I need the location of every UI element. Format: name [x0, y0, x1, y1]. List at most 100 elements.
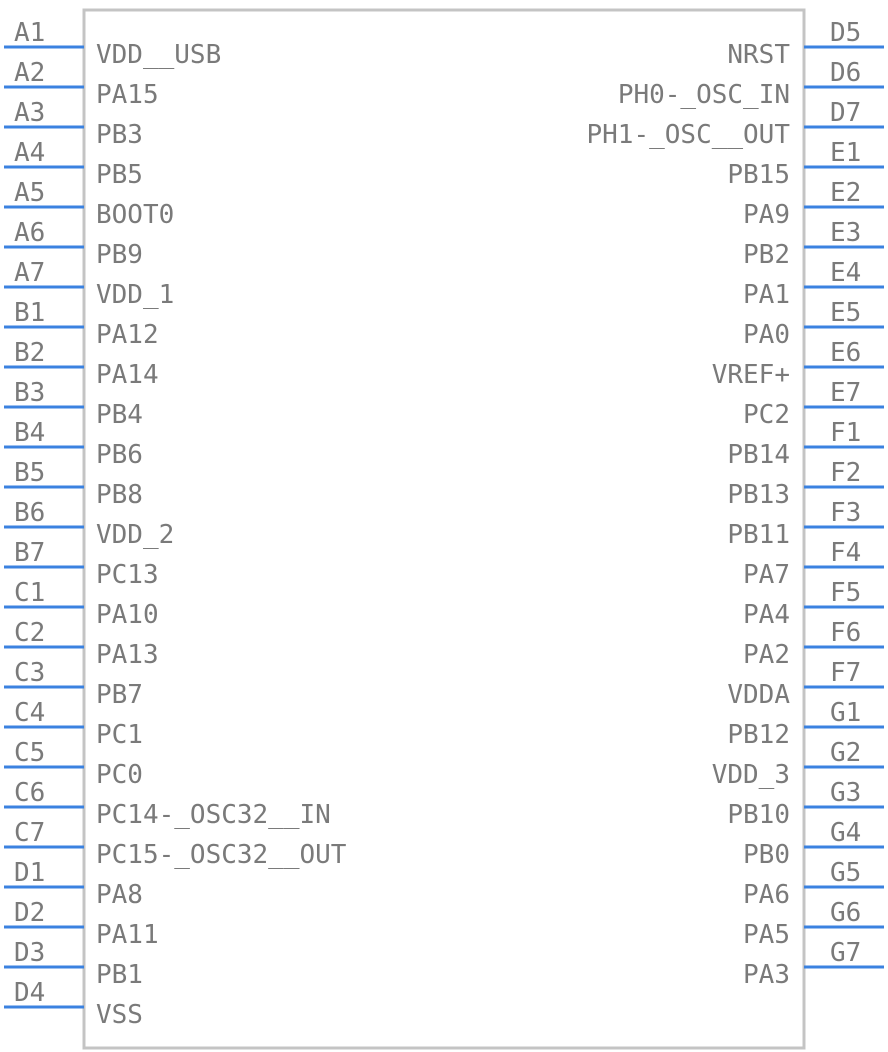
left-pin-name: PC13	[96, 560, 159, 590]
right-pin-name: PA7	[743, 560, 790, 590]
left-pin-name: VDD_2	[96, 520, 174, 550]
right-pin-number: D7	[830, 98, 861, 128]
left-pin-number: C6	[14, 778, 45, 808]
left-pin-number: D1	[14, 858, 45, 888]
right-pin-number: F7	[830, 658, 861, 688]
right-pin-number: E2	[830, 178, 861, 208]
right-pin-name: PB15	[727, 160, 790, 190]
right-pin-name: NRST	[727, 40, 790, 70]
right-pin-number: F2	[830, 458, 861, 488]
right-pin-name: PA3	[743, 960, 790, 990]
right-pin-number: E6	[830, 338, 861, 368]
left-pin-name: PB4	[96, 400, 143, 430]
ic-body-outline	[82, 8, 806, 1050]
right-pin-number: G7	[830, 938, 861, 968]
right-pin-name: PA6	[743, 880, 790, 910]
right-pin-number: E3	[830, 218, 861, 248]
left-pin-number: B5	[14, 458, 45, 488]
left-pin-number: A6	[14, 218, 45, 248]
right-pin-name: PA5	[743, 920, 790, 950]
left-pin-name: PB7	[96, 680, 143, 710]
left-pin-number: C5	[14, 738, 45, 768]
left-pin-name: PB5	[96, 160, 143, 190]
left-pin-name: PB3	[96, 120, 143, 150]
right-pin-number: F5	[830, 578, 861, 608]
left-pin-name: PA14	[96, 360, 159, 390]
left-pin-number: D4	[14, 978, 45, 1008]
right-pin-name: PA2	[743, 640, 790, 670]
left-pin-number: A3	[14, 98, 45, 128]
right-pin-name: PB10	[727, 800, 790, 830]
right-pin-number: F3	[830, 498, 861, 528]
left-pin-number: C4	[14, 698, 45, 728]
right-pin-number: D5	[830, 18, 861, 48]
right-pin-name: VREF+	[712, 360, 790, 390]
left-pin-name: PA8	[96, 880, 143, 910]
right-pin-name: PB12	[727, 720, 790, 750]
right-pin-name: PB2	[743, 240, 790, 270]
left-pin-name: VSS	[96, 1000, 143, 1030]
left-pin-name: PA15	[96, 80, 159, 110]
left-pin-name: PA11	[96, 920, 159, 950]
left-pin-number: D2	[14, 898, 45, 928]
right-pin-name: PB14	[727, 440, 790, 470]
left-pin-name: BOOT0	[96, 200, 174, 230]
right-pin-number: F4	[830, 538, 861, 568]
left-pin-name: PC15-_OSC32__OUT	[96, 840, 347, 870]
right-pin-number: G2	[830, 738, 861, 768]
right-pin-name: PA9	[743, 200, 790, 230]
left-pin-number: B4	[14, 418, 45, 448]
right-pin-number: E5	[830, 298, 861, 328]
right-pin-number: G4	[830, 818, 861, 848]
right-pin-name: PB13	[727, 480, 790, 510]
left-pin-name: PA12	[96, 320, 159, 350]
left-pin-name: VDD__USB	[96, 40, 221, 70]
right-pin-number: D6	[830, 58, 861, 88]
left-pin-name: PB8	[96, 480, 143, 510]
right-pin-number: E4	[830, 258, 861, 288]
right-pin-name: VDDA	[727, 680, 790, 710]
left-pin-name: PA10	[96, 600, 159, 630]
left-pin-number: A5	[14, 178, 45, 208]
left-pin-number: C2	[14, 618, 45, 648]
left-pin-number: C3	[14, 658, 45, 688]
right-pin-name: PA0	[743, 320, 790, 350]
left-pin-number: A4	[14, 138, 45, 168]
left-pin-number: A2	[14, 58, 45, 88]
left-pin-name: PB6	[96, 440, 143, 470]
right-pin-number: F1	[830, 418, 861, 448]
left-pin-name: PC1	[96, 720, 143, 750]
left-pin-number: B1	[14, 298, 45, 328]
right-pin-number: G1	[830, 698, 861, 728]
left-pin-number: B7	[14, 538, 45, 568]
left-pin-number: D3	[14, 938, 45, 968]
right-pin-number: G5	[830, 858, 861, 888]
left-pin-name: PA13	[96, 640, 159, 670]
left-pin-number: B6	[14, 498, 45, 528]
left-pin-name: PC14-_OSC32__IN	[96, 800, 331, 830]
left-pin-name: PC0	[96, 760, 143, 790]
right-pin-name: PH0-_OSC_IN	[618, 80, 790, 110]
right-pin-number: E1	[830, 138, 861, 168]
left-pin-number: B3	[14, 378, 45, 408]
right-pin-name: PA1	[743, 280, 790, 310]
right-pin-name: PH1-_OSC__OUT	[587, 120, 791, 150]
left-pin-number: B2	[14, 338, 45, 368]
right-pin-name: PC2	[743, 400, 790, 430]
right-pin-number: F6	[830, 618, 861, 648]
left-pin-number: C7	[14, 818, 45, 848]
right-pin-number: G3	[830, 778, 861, 808]
left-pin-number: A1	[14, 18, 45, 48]
left-pin-name: PB9	[96, 240, 143, 270]
left-pin-number: A7	[14, 258, 45, 288]
left-pin-name: PB1	[96, 960, 143, 990]
left-pin-name: VDD_1	[96, 280, 174, 310]
left-pin-number: C1	[14, 578, 45, 608]
right-pin-number: G6	[830, 898, 861, 928]
right-pin-number: E7	[830, 378, 861, 408]
right-pin-name: PB0	[743, 840, 790, 870]
right-pin-name: VDD_3	[712, 760, 790, 790]
